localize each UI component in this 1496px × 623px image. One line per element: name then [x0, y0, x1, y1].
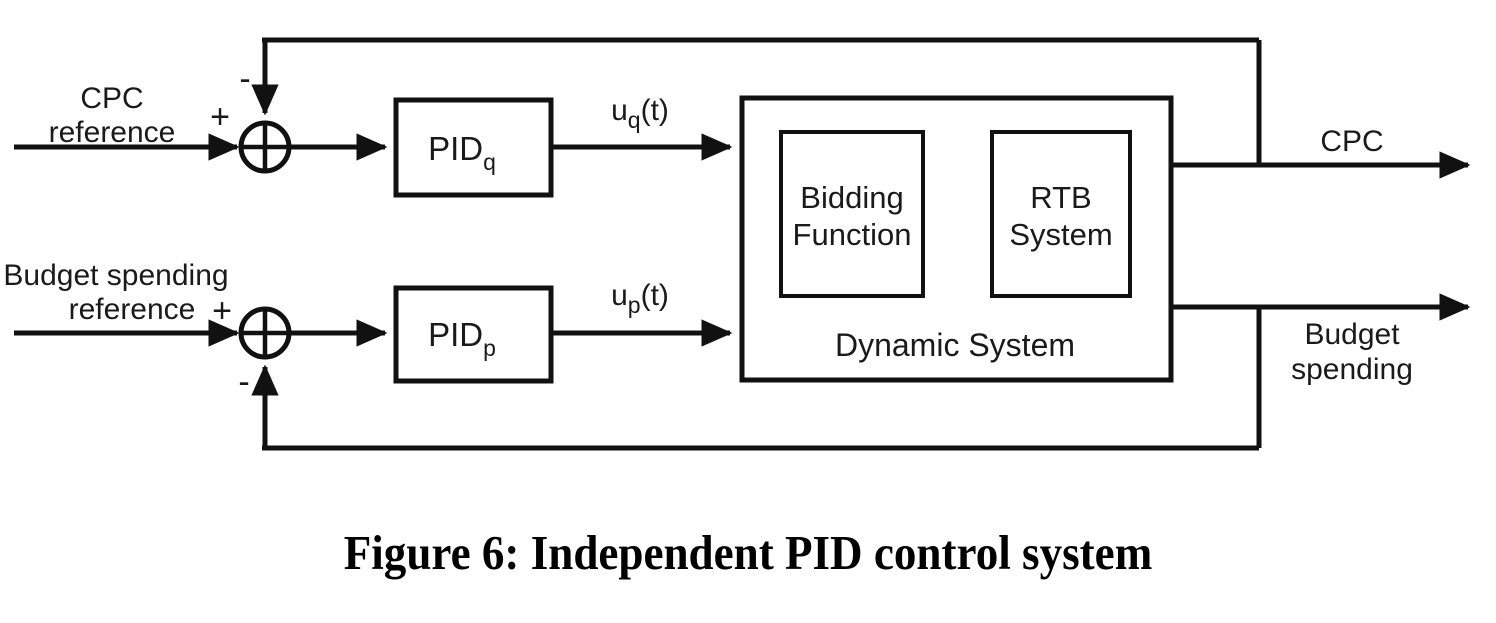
pid-q-label: PIDq: [428, 130, 496, 175]
rtb-system-block[interactable]: [990, 130, 1132, 298]
bidding-function-label-line2: Function: [793, 217, 912, 252]
upper-junction-minus-sign: -: [239, 60, 250, 98]
lower-junction-plus-sign: +: [212, 292, 232, 330]
cpc-reference-label-line2: reference: [49, 116, 176, 149]
figure-caption: Figure 6: Independent PID control system: [343, 525, 1153, 580]
rtb-system-label-line2: System: [1009, 217, 1112, 252]
signal-up-label: up(t): [611, 279, 669, 318]
pid-p-label: PIDp: [428, 316, 496, 361]
rtb-system-label-line1: RTB: [1030, 180, 1091, 215]
budget-reference-label-line2: reference: [69, 293, 196, 326]
pid-p-block[interactable]: [393, 285, 554, 384]
dynamic-system-label: Dynamic System: [835, 327, 1075, 363]
cpc-reference-label-line1: CPC: [80, 82, 143, 115]
lower-junction-minus-sign: -: [238, 363, 249, 401]
budget-output-label-line2: spending: [1291, 353, 1413, 386]
bidding-function-label-line1: Bidding: [800, 180, 903, 215]
budget-output-label-line1: Budget: [1304, 318, 1400, 351]
signal-uq-label: uq(t): [611, 94, 669, 133]
budget-reference-label-line1: Budget spending: [3, 259, 228, 292]
bidding-function-block[interactable]: [779, 130, 925, 298]
upper-junction-plus-sign: +: [210, 98, 230, 136]
cpc-output-label: CPC: [1320, 125, 1383, 158]
